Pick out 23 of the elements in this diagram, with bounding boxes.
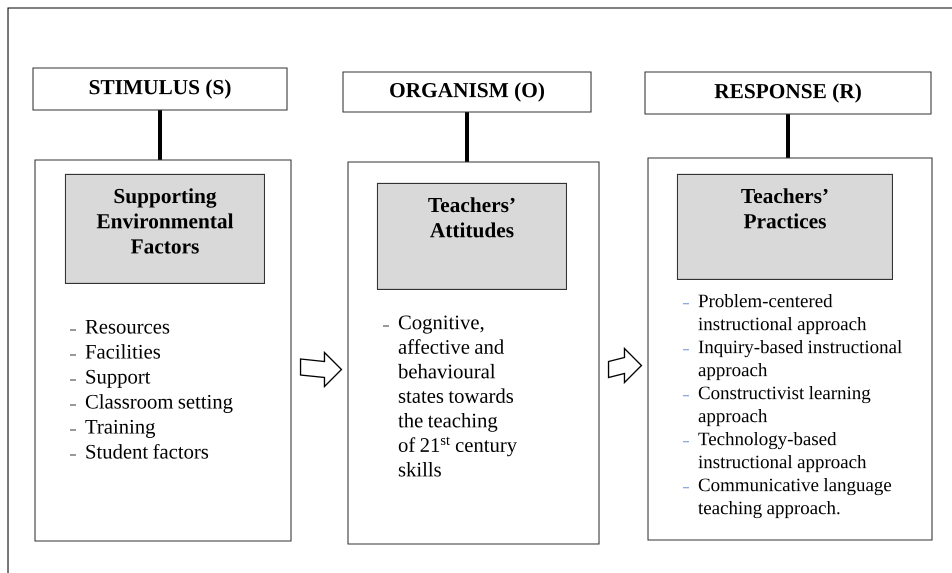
list-item: Technology-based instructional approach	[682, 432, 866, 472]
header-box: STIMULUS (S)	[32, 67, 288, 111]
list-item: Support	[70, 370, 150, 388]
list-item: Constructivist learning approach	[682, 386, 870, 426]
concept-box: Supporting Environmental Factors	[64, 174, 266, 284]
list-item: Facilities	[70, 344, 160, 359]
list-item: Problem-centered instructional approach	[682, 294, 866, 334]
list-item: Cognitive, affective and behavioural states towards the teaching of 21$^{st}$ century skills	[382, 316, 517, 477]
list-item: Inquiry-based instructional approach	[682, 340, 902, 380]
header-box: ORGANISM (O)	[342, 71, 592, 113]
block-arrow	[608, 346, 642, 384]
concept-box: Teachers’ Attitudes	[376, 182, 567, 290]
list-item: Student factors	[70, 444, 208, 459]
list-item: Classroom setting	[70, 394, 233, 413]
connector-line	[786, 114, 790, 158]
connector-line	[158, 110, 162, 160]
concept-box: Teachers’ Practices	[676, 174, 893, 280]
list-item: Communicative language teaching approach.	[682, 478, 892, 518]
list-item: Training	[70, 420, 156, 438]
header-box: RESPONSE (R)	[644, 71, 932, 115]
connector-line	[465, 112, 469, 162]
list-item: Resources	[70, 320, 170, 334]
block-arrow	[300, 350, 342, 388]
